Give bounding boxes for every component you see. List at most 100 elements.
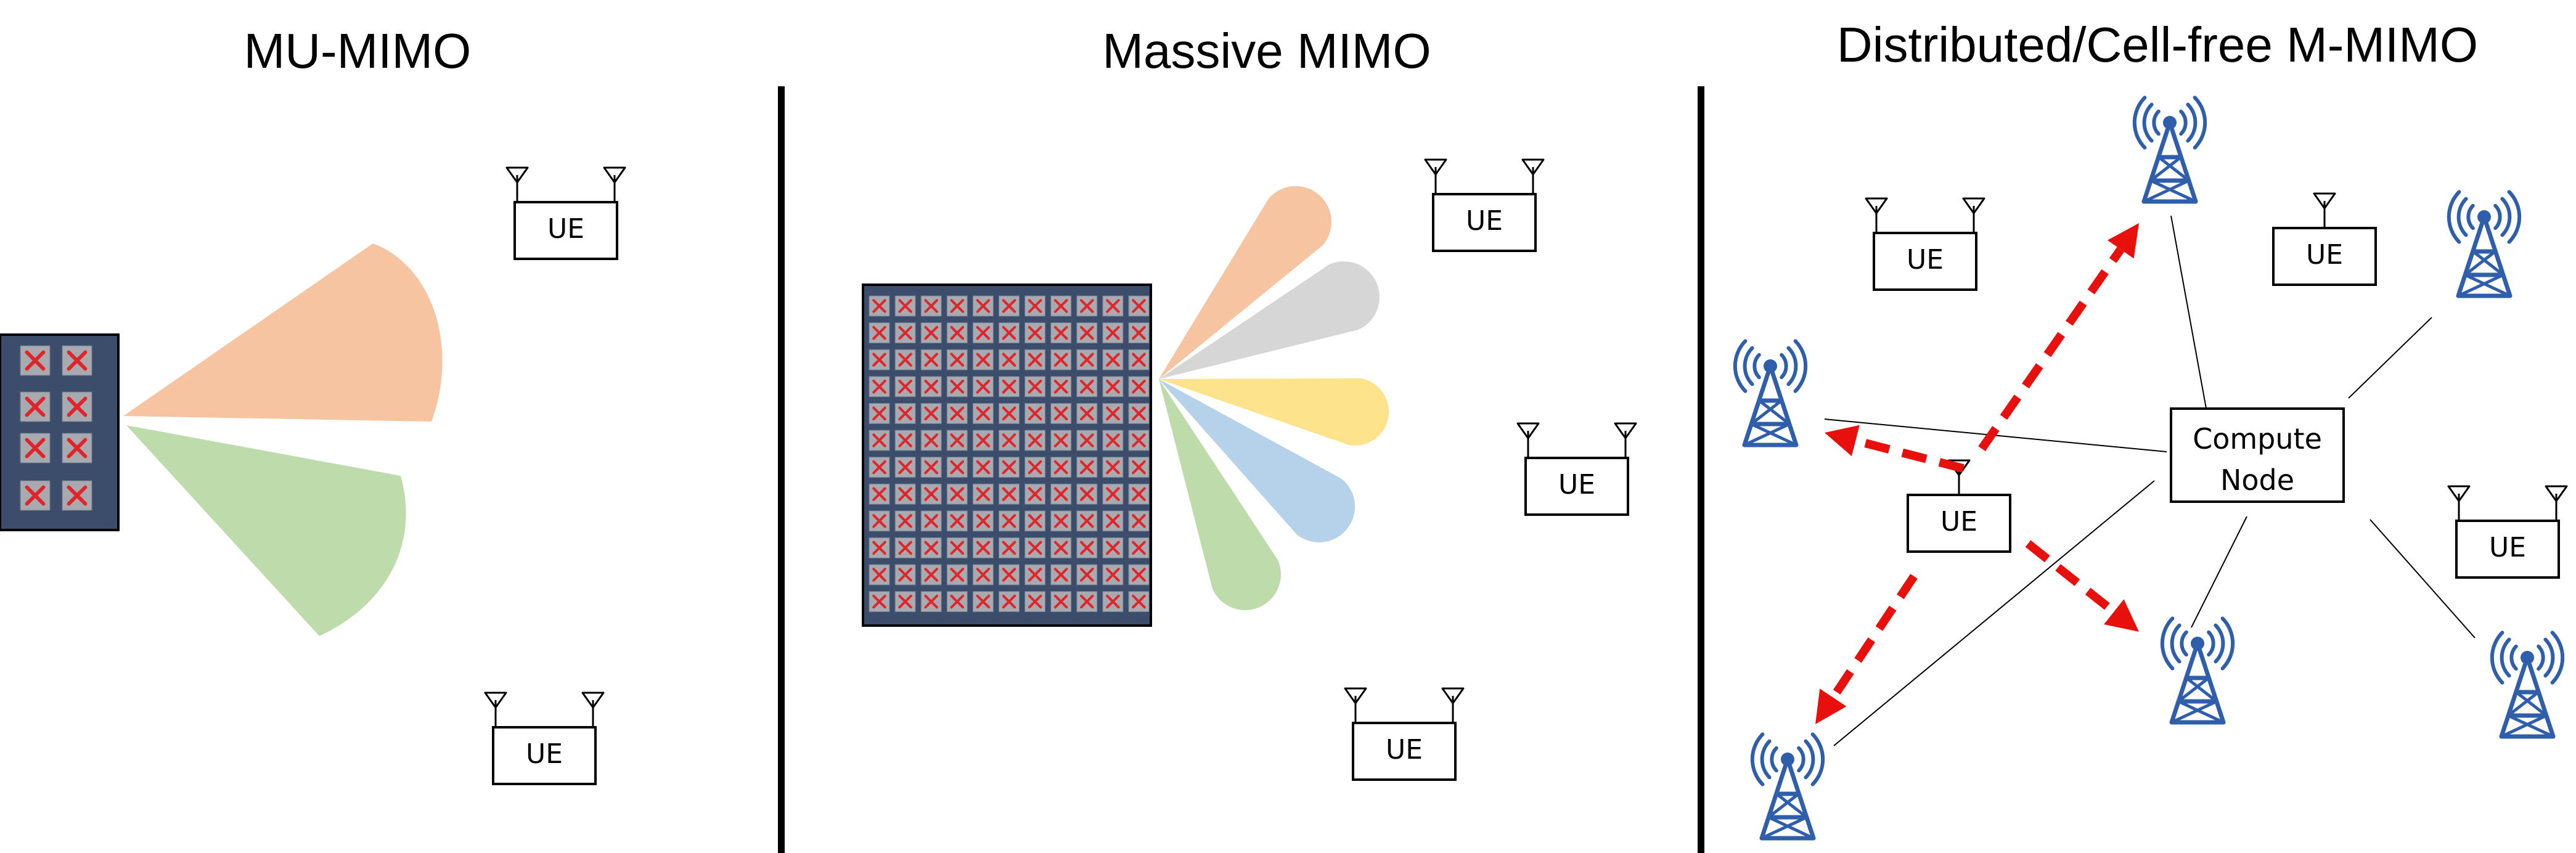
cell-tower-icon [2132,96,2207,204]
antenna-element-icon [1076,376,1098,398]
antenna-element-icon [999,376,1020,398]
antenna-element-icon [1024,376,1046,398]
antenna-icon [1521,158,1545,194]
antenna-element-icon [894,322,916,344]
cell-free-panel: Compute Node UE UE UE UE [1733,96,2568,841]
antenna-element-icon [972,430,994,451]
antenna-element-icon [999,349,1020,370]
antenna-element-icon [920,376,942,398]
antenna-element-icon [1050,349,1072,370]
antenna-element-icon [946,349,968,370]
antenna-element-icon [869,457,890,478]
antenna-element-icon [1076,295,1098,317]
antenna-element-icon [894,537,916,558]
antenna-element-icon [1128,402,1150,424]
antenna-element-icon [894,295,916,317]
antenna-icon [1865,197,1888,233]
antenna-element-icon [1076,402,1098,424]
antenna-element-icon [972,591,994,613]
ue-device: UE [1424,158,1545,252]
ue-label: UE [2489,532,2526,563]
antenna-element-icon [1024,402,1046,424]
antenna-element-icon [946,295,968,317]
antenna-icon [1344,687,1367,723]
antenna-element-icon [1050,591,1072,613]
title-massive-mimo: Massive MIMO [1102,23,1431,78]
antenna-element-icon [869,537,890,558]
ue-label: UE [2306,239,2343,271]
ue-label: UE [1466,205,1503,237]
antenna-element-icon [894,349,916,370]
antenna-element-icon [1050,430,1072,451]
antenna-element-icon [1102,564,1124,586]
antenna-element-icon [972,483,994,505]
antenna-icon [484,692,507,727]
title-cell-free-mimo: Distributed/Cell-free M-MIMO [1837,17,2478,72]
antenna-element-icon [1050,457,1072,478]
antenna-element-icon [1102,402,1124,424]
beam-green [126,425,406,636]
antenna-element-icon [1128,349,1150,370]
antenna-element-icon [869,510,890,532]
antenna-element-icon [1076,510,1098,532]
ue-device: UE [484,692,605,785]
antenna-element-icon [1050,322,1072,344]
beams [1159,186,1389,610]
title-mu-mimo: MU-MIMO [244,23,472,78]
antenna-element-icon [946,376,968,398]
antenna-element-icon [920,295,942,317]
antenna-elements [869,295,1150,613]
ue-device: UE [1516,422,1637,516]
antenna-element-icon [1102,322,1124,344]
antenna-icon [603,166,626,202]
antenna-element-icon [1050,402,1072,424]
ue-device: UE [1865,197,1985,291]
antenna-element-icon [946,430,968,451]
antenna-element-icon [1024,430,1046,451]
antenna-element-icon [1128,564,1150,586]
antenna-element-icon [1128,295,1150,317]
antenna-element-icon [920,510,942,532]
antenna-element-icon [1128,376,1150,398]
antenna-element-icon [1102,457,1124,478]
antenna-element-icon [920,349,942,370]
antenna-element-icon [1076,537,1098,558]
antenna-element-icon [972,457,994,478]
antenna-element-icon [1128,510,1150,532]
dashed-arrow-icon [1978,223,2139,452]
antenna-element-icon [972,510,994,532]
antenna-element-icon [999,564,1020,586]
antenna-icon [581,692,605,727]
antenna-array-small [0,333,120,531]
antenna-element-icon [1024,349,1046,370]
antenna-element-icon [972,564,994,586]
antenna-element-icon [869,430,890,451]
antenna-element-icon [946,510,968,532]
antenna-element-icon [869,295,890,317]
massive-mimo-panel: UE UE UE [862,158,1637,781]
antenna-element-icon [946,564,968,586]
antenna-element-icon [1050,376,1072,398]
antenna-element-icon [894,483,916,505]
antenna-element-icon [894,402,916,424]
antenna-elements [20,345,92,511]
ue-label: UE [1940,506,1977,537]
antenna-element-icon [1024,483,1046,505]
antenna-element-icon [1102,376,1124,398]
antenna-element-icon [946,322,968,344]
antenna-element-icon [62,391,92,422]
antenna-icon [2313,192,2336,228]
antenna-element-icon [1024,537,1046,558]
cell-tower-icon [2447,190,2522,298]
antenna-element-icon [1024,591,1046,613]
antenna-element-icon [920,483,942,505]
ue-device: UE [1344,687,1465,781]
antenna-element-icon [920,564,942,586]
antenna-element-icon [946,537,968,558]
antenna-element-icon [999,483,1020,505]
mu-mimo-panel: UE UE [0,166,626,785]
cell-tower-icon [1733,339,1808,447]
antenna-element-icon [869,483,890,505]
antenna-icon [1441,687,1465,723]
